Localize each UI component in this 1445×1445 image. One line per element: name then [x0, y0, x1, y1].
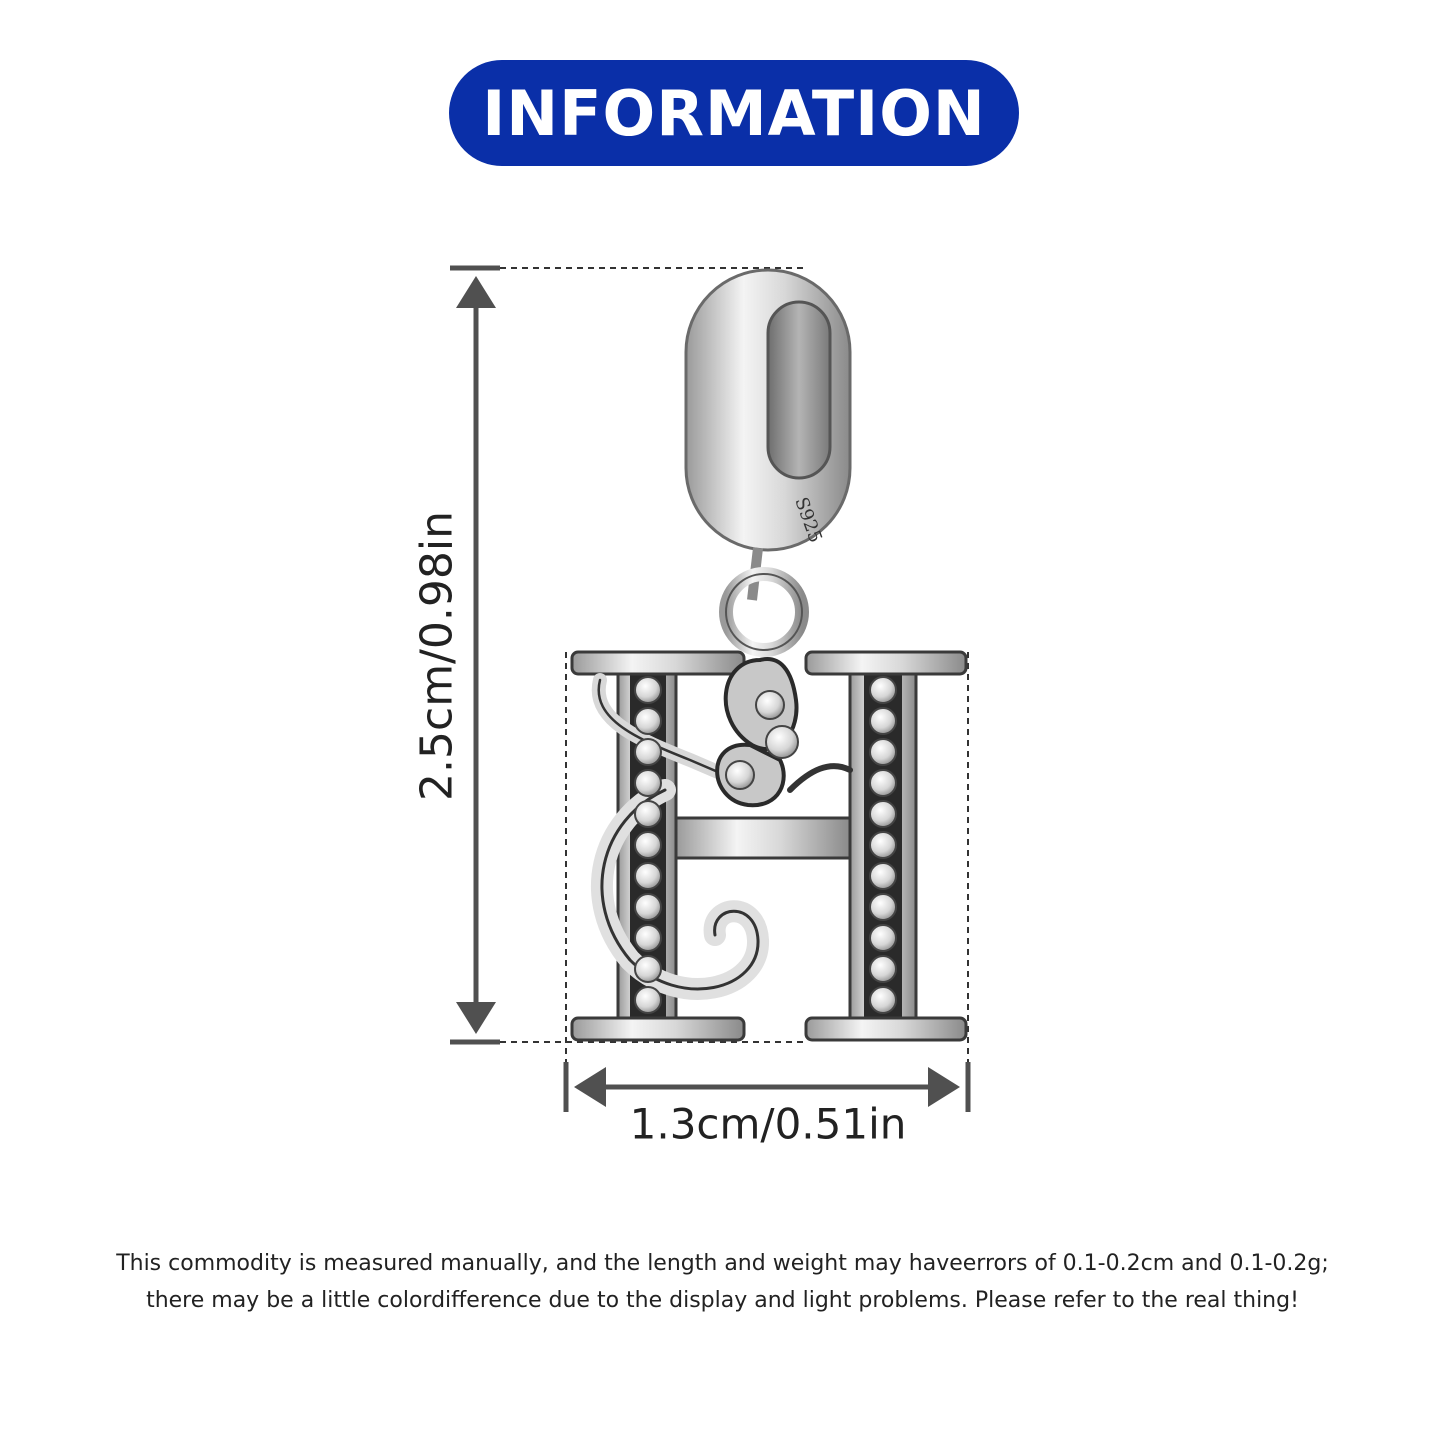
arrow-up-icon [456, 276, 496, 308]
width-label: 1.3cm/0.51in [629, 1099, 907, 1149]
gem-stone [869, 986, 897, 1014]
gem-stone [869, 738, 897, 766]
banner-title: INFORMATION [482, 76, 986, 150]
gem-stone [869, 769, 897, 797]
disclaimer-line-2: there may be a little colordifference du… [146, 1288, 1299, 1313]
gem-stone [869, 707, 897, 735]
disclaimer-line-1: This commodity is measured manually, and… [116, 1251, 1329, 1276]
gem-stone [634, 800, 662, 828]
gem-stone [869, 800, 897, 828]
arrow-left-icon [574, 1067, 606, 1107]
gem-stone [634, 986, 662, 1014]
information-banner: INFORMATION [449, 60, 1019, 166]
gem-stone [634, 769, 662, 797]
gem-stone [634, 924, 662, 952]
gem-stone [869, 862, 897, 890]
gem-column-left [634, 676, 662, 1014]
gem-stone [869, 955, 897, 983]
gem-stone [634, 955, 662, 983]
width-dimension [563, 652, 971, 1112]
gem-stone [634, 738, 662, 766]
height-dimension [450, 265, 808, 1045]
gem-stone [869, 831, 897, 859]
height-label: 2.5cm/0.98in [411, 511, 463, 801]
gem-stone [869, 924, 897, 952]
gem-stone [634, 831, 662, 859]
gem-stone [869, 893, 897, 921]
arrow-right-icon [928, 1067, 960, 1107]
gem-stone [634, 893, 662, 921]
charm-bail: S925 [684, 268, 852, 657]
gem-column-right [869, 676, 897, 1014]
butterfly-icon [715, 657, 853, 808]
letter-h-charm [570, 650, 968, 1042]
gem-stone [634, 707, 662, 735]
gem-stone [869, 676, 897, 704]
arrow-down-icon [456, 1002, 496, 1034]
gem-stone [634, 676, 662, 704]
gem-stone [634, 862, 662, 890]
